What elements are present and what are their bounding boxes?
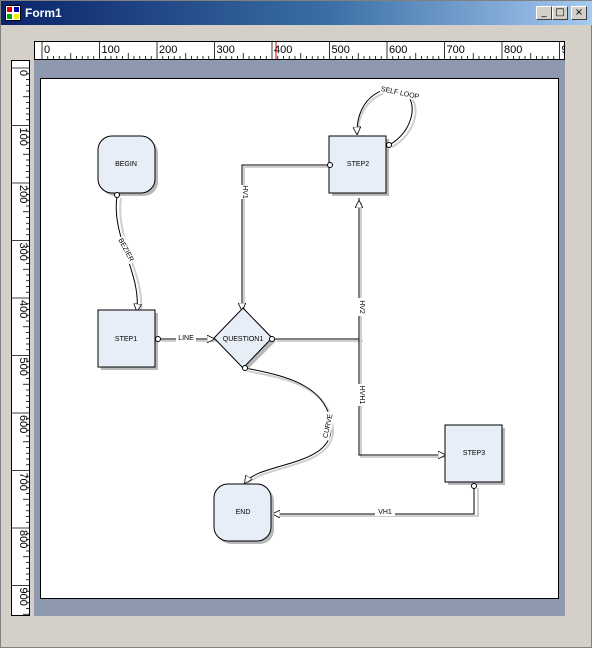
vertical-ruler-scale: 0 100 200 300 400 500 600 700 800 900 bbox=[12, 67, 29, 615]
ruler-v-label: 600 bbox=[17, 415, 29, 433]
connector-shadows bbox=[119, 90, 479, 517]
ruler-h-label: 600 bbox=[389, 44, 407, 56]
ruler-v-label: 0 bbox=[17, 70, 29, 76]
title-bar[interactable]: Form1 _ □ × bbox=[1, 1, 592, 25]
node-end[interactable] bbox=[213, 483, 272, 542]
step2-label: STEP2 bbox=[347, 161, 369, 168]
close-icon: × bbox=[574, 7, 584, 18]
minimize-icon: _ bbox=[541, 7, 547, 18]
hv1-label: HV1 bbox=[241, 185, 248, 199]
hvh1-connector[interactable] bbox=[358, 198, 445, 455]
ruler-v-label: 300 bbox=[17, 243, 29, 261]
ruler-v-label: 900 bbox=[17, 588, 29, 606]
app-icon bbox=[5, 5, 21, 21]
vh1-connector[interactable] bbox=[273, 486, 475, 514]
line-label: LINE bbox=[178, 335, 194, 342]
ruler-v-label: 700 bbox=[17, 473, 29, 491]
hv1-connector[interactable] bbox=[242, 164, 330, 310]
ruler-h-label: 800 bbox=[504, 44, 522, 56]
ruler-h-label: 700 bbox=[447, 44, 465, 56]
vertical-ruler: 0 100 200 300 400 500 600 700 800 900 bbox=[11, 60, 30, 616]
connectors bbox=[115, 88, 475, 514]
horizontal-ruler-scale: 0 100 200 300 400 500 600 700 800 9 bbox=[41, 42, 566, 59]
ruler-h-label: 400 bbox=[274, 44, 292, 56]
ruler-v-label: 200 bbox=[17, 185, 29, 203]
horizontal-ruler: 0 100 200 300 400 500 600 700 800 9 bbox=[34, 41, 565, 60]
ruler-v-label: 100 bbox=[17, 128, 29, 146]
node-step3[interactable] bbox=[444, 424, 503, 483]
close-button[interactable]: × bbox=[571, 6, 587, 20]
end-label: END bbox=[236, 509, 251, 516]
node-begin[interactable] bbox=[97, 135, 156, 194]
ruler-v-label: 500 bbox=[17, 358, 29, 376]
ruler-v-label: 800 bbox=[17, 530, 29, 548]
step3-label: STEP3 bbox=[463, 450, 485, 457]
curve-label: CURVE bbox=[323, 413, 335, 439]
maximize-button[interactable]: □ bbox=[552, 6, 568, 20]
hvh1-label: HVH1 bbox=[358, 386, 365, 405]
begin-label: BEGIN bbox=[115, 161, 137, 168]
ruler-h-label: 300 bbox=[217, 44, 235, 56]
vh1-label: VH1 bbox=[378, 509, 392, 516]
maximize-icon: □ bbox=[555, 7, 565, 18]
minimize-button[interactable]: _ bbox=[536, 6, 552, 20]
diagram: BEGIN STEP1 QUESTION1 STEP2 STEP3 END LI… bbox=[97, 83, 505, 544]
window-title: Form1 bbox=[25, 6, 62, 20]
ruler-corner bbox=[11, 41, 34, 60]
question1-label: QUESTION1 bbox=[223, 336, 264, 343]
ruler-h-label: 200 bbox=[159, 44, 177, 56]
bezier-label: BEZIER bbox=[117, 237, 135, 263]
ruler-h-label: 9 bbox=[562, 44, 566, 56]
node-step1[interactable] bbox=[97, 309, 156, 368]
ruler-h-label: 500 bbox=[332, 44, 350, 56]
hv2-label: HV2 bbox=[358, 300, 365, 314]
connector-labels: LINE VH1 HV1 HV2 HVH1 BEZIER bbox=[115, 83, 421, 516]
ruler-h-label: 100 bbox=[102, 44, 120, 56]
ruler-v-label: 400 bbox=[17, 300, 29, 318]
diagram-page[interactable]: BEGIN STEP1 QUESTION1 STEP2 STEP3 END LI… bbox=[40, 78, 559, 599]
port-handles bbox=[114, 142, 477, 489]
node-labels: BEGIN STEP1 QUESTION1 STEP2 STEP3 END bbox=[115, 161, 485, 516]
node-step2[interactable] bbox=[328, 135, 387, 194]
ruler-h-label: 0 bbox=[44, 44, 50, 56]
step1-label: STEP1 bbox=[115, 336, 137, 343]
hv2-connector[interactable] bbox=[272, 201, 359, 340]
